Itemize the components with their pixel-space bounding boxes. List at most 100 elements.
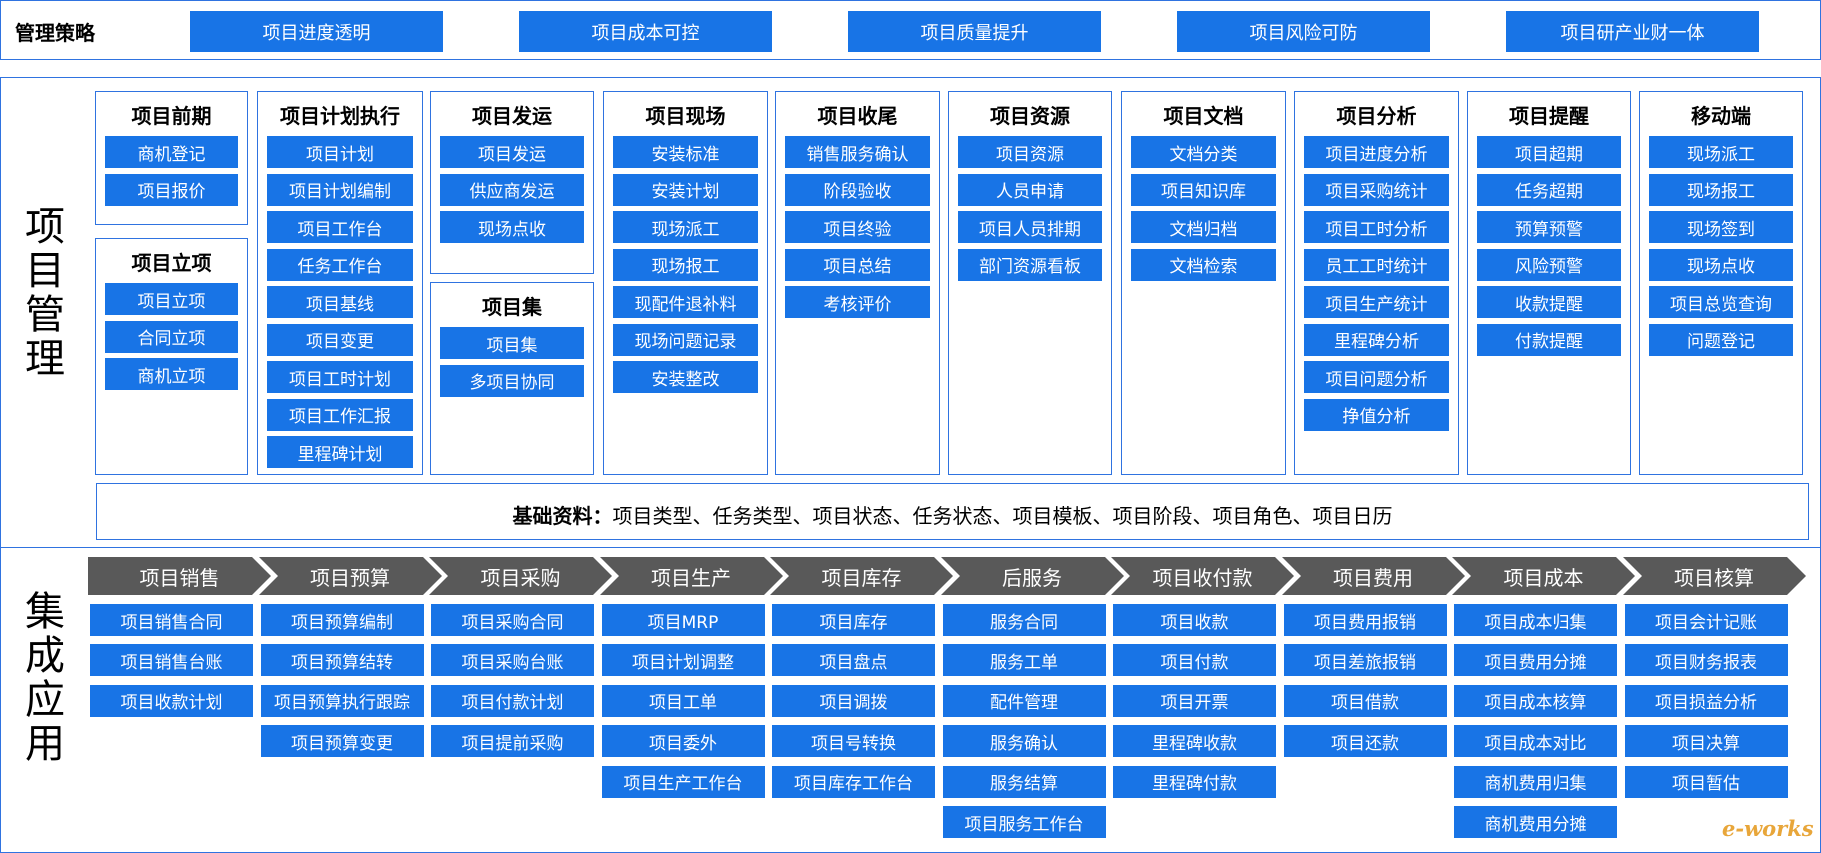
pm-item-button[interactable]: 现场签到	[1649, 211, 1793, 243]
integration-item-button[interactable]: 项目决算	[1624, 725, 1788, 758]
pm-item-button[interactable]: 项目工时计划	[267, 361, 413, 393]
integration-item-button[interactable]: 项目调拨	[772, 684, 935, 717]
integration-item-button[interactable]: 项目还款	[1283, 725, 1447, 758]
integration-item-button[interactable]: 项目采购台账	[431, 644, 594, 677]
integration-item-button[interactable]: 项目计划调整	[601, 644, 765, 677]
pm-item-button[interactable]: 项目资源	[958, 136, 1102, 168]
integration-item-button[interactable]: 项目成本归集	[1454, 604, 1617, 636]
pm-item-button[interactable]: 任务工作台	[267, 248, 413, 281]
integration-item-button[interactable]: 项目费用报销	[1283, 604, 1447, 636]
integration-item-button[interactable]: 项目损益分析	[1624, 684, 1788, 717]
pm-item-button[interactable]: 里程碑分析	[1304, 323, 1449, 356]
pm-item-button[interactable]: 商机立项	[105, 358, 238, 390]
integration-item-button[interactable]: 服务合同	[942, 604, 1106, 636]
integration-item-button[interactable]: 项目生产工作台	[601, 765, 765, 798]
integration-item-button[interactable]: 项目号转换	[772, 725, 935, 758]
pm-item-button[interactable]: 项目超期	[1477, 136, 1621, 168]
pm-item-button[interactable]: 收款提醒	[1477, 286, 1621, 318]
pm-item-button[interactable]: 项目采购统计	[1304, 173, 1449, 206]
pm-item-button[interactable]: 现场问题记录	[613, 323, 758, 356]
pm-item-button[interactable]: 现场点收	[1649, 248, 1793, 281]
pm-item-button[interactable]: 项目生产统计	[1304, 286, 1449, 318]
integration-item-button[interactable]: 项目库存	[772, 604, 935, 636]
integration-item-button[interactable]: 项目财务报表	[1624, 644, 1788, 677]
strategy-item[interactable]: 项目进度透明	[190, 11, 443, 52]
integration-item-button[interactable]: 项目预算结转	[260, 644, 424, 677]
pm-item-button[interactable]: 项目进度分析	[1304, 136, 1449, 168]
pm-item-button[interactable]: 项目总结	[785, 248, 930, 281]
pm-item-button[interactable]: 预算预警	[1477, 211, 1621, 243]
integration-item-button[interactable]: 项目预算执行跟踪	[260, 684, 424, 717]
integration-item-button[interactable]: 里程碑收款	[1113, 725, 1276, 758]
integration-item-button[interactable]: 项目开票	[1113, 684, 1276, 717]
pm-item-button[interactable]: 文档归档	[1131, 211, 1276, 243]
pm-item-button[interactable]: 现配件退补料	[613, 286, 758, 318]
pm-item-button[interactable]: 项目计划编制	[267, 173, 413, 206]
pm-item-button[interactable]: 项目终验	[785, 211, 930, 243]
integration-item-button[interactable]: 项目费用分摊	[1454, 644, 1617, 677]
pm-item-button[interactable]: 现场派工	[1649, 136, 1793, 168]
integration-item-button[interactable]: 项目收款	[1113, 604, 1276, 636]
pm-item-button[interactable]: 项目知识库	[1131, 173, 1276, 206]
pm-item-button[interactable]: 销售服务确认	[785, 136, 930, 168]
integration-item-button[interactable]: 配件管理	[942, 684, 1106, 717]
pm-item-button[interactable]: 问题登记	[1649, 323, 1793, 356]
pm-item-button[interactable]: 付款提醒	[1477, 323, 1621, 356]
pm-item-button[interactable]: 现场派工	[613, 211, 758, 243]
pm-item-button[interactable]: 多项目协同	[440, 364, 584, 397]
pm-item-button[interactable]: 挣值分析	[1304, 398, 1449, 431]
pm-item-button[interactable]: 安装计划	[613, 173, 758, 206]
integration-item-button[interactable]: 项目预算编制	[260, 604, 424, 636]
pm-item-button[interactable]: 项目报价	[105, 173, 238, 206]
pm-item-button[interactable]: 合同立项	[105, 320, 238, 353]
pm-item-button[interactable]: 现场报工	[1649, 173, 1793, 206]
pm-item-button[interactable]: 安装整改	[613, 361, 758, 393]
pm-item-button[interactable]: 部门资源看板	[958, 248, 1102, 281]
pm-item-button[interactable]: 风险预警	[1477, 248, 1621, 281]
integration-item-button[interactable]: 项目提前采购	[431, 725, 594, 758]
integration-item-button[interactable]: 项目会计记账	[1624, 604, 1788, 636]
integration-item-button[interactable]: 商机费用归集	[1454, 765, 1617, 798]
integration-item-button[interactable]: 服务工单	[942, 644, 1106, 677]
integration-item-button[interactable]: 项目工单	[601, 684, 765, 717]
integration-item-button[interactable]: 项目服务工作台	[942, 806, 1106, 838]
pm-item-button[interactable]: 现场点收	[440, 211, 584, 243]
pm-item-button[interactable]: 现场报工	[613, 248, 758, 281]
pm-item-button[interactable]: 文档检索	[1131, 248, 1276, 281]
integration-item-button[interactable]: 项目付款计划	[431, 684, 594, 717]
pm-item-button[interactable]: 商机登记	[105, 136, 238, 168]
integration-item-button[interactable]: 项目库存工作台	[772, 765, 935, 798]
strategy-item[interactable]: 项目风险可防	[1177, 11, 1430, 52]
pm-item-button[interactable]: 里程碑计划	[267, 436, 413, 468]
integration-item-button[interactable]: 项目委外	[601, 725, 765, 758]
strategy-item[interactable]: 项目成本可控	[519, 11, 772, 52]
integration-item-button[interactable]: 项目成本核算	[1454, 684, 1617, 717]
pm-item-button[interactable]: 项目工时分析	[1304, 211, 1449, 243]
integration-item-button[interactable]: 项目MRP	[601, 604, 765, 636]
pm-item-button[interactable]: 项目立项	[105, 283, 238, 315]
pm-item-button[interactable]: 项目计划	[267, 136, 413, 168]
integration-item-button[interactable]: 项目付款	[1113, 644, 1276, 677]
integration-item-button[interactable]: 服务结算	[942, 765, 1106, 798]
integration-item-button[interactable]: 项目差旅报销	[1283, 644, 1447, 677]
integration-item-button[interactable]: 项目收款计划	[90, 684, 253, 717]
pm-item-button[interactable]: 阶段验收	[785, 173, 930, 206]
integration-item-button[interactable]: 项目销售合同	[90, 604, 253, 636]
pm-item-button[interactable]: 安装标准	[613, 136, 758, 168]
pm-item-button[interactable]: 项目集	[440, 327, 584, 359]
pm-item-button[interactable]: 项目变更	[267, 323, 413, 356]
pm-item-button[interactable]: 员工工时统计	[1304, 248, 1449, 281]
integration-item-button[interactable]: 项目预算变更	[260, 725, 424, 758]
pm-item-button[interactable]: 文档分类	[1131, 136, 1276, 168]
pm-item-button[interactable]: 项目发运	[440, 136, 584, 168]
integration-item-button[interactable]: 商机费用分摊	[1454, 806, 1617, 838]
strategy-item[interactable]: 项目研产业财一体	[1506, 11, 1759, 52]
integration-item-button[interactable]: 项目销售台账	[90, 644, 253, 677]
integration-item-button[interactable]: 项目暂估	[1624, 765, 1788, 798]
integration-item-button[interactable]: 项目成本对比	[1454, 725, 1617, 758]
pm-item-button[interactable]: 项目人员排期	[958, 211, 1102, 243]
integration-item-button[interactable]: 服务确认	[942, 725, 1106, 758]
integration-item-button[interactable]: 项目盘点	[772, 644, 935, 677]
pm-item-button[interactable]: 项目工作台	[267, 211, 413, 243]
strategy-item[interactable]: 项目质量提升	[848, 11, 1101, 52]
